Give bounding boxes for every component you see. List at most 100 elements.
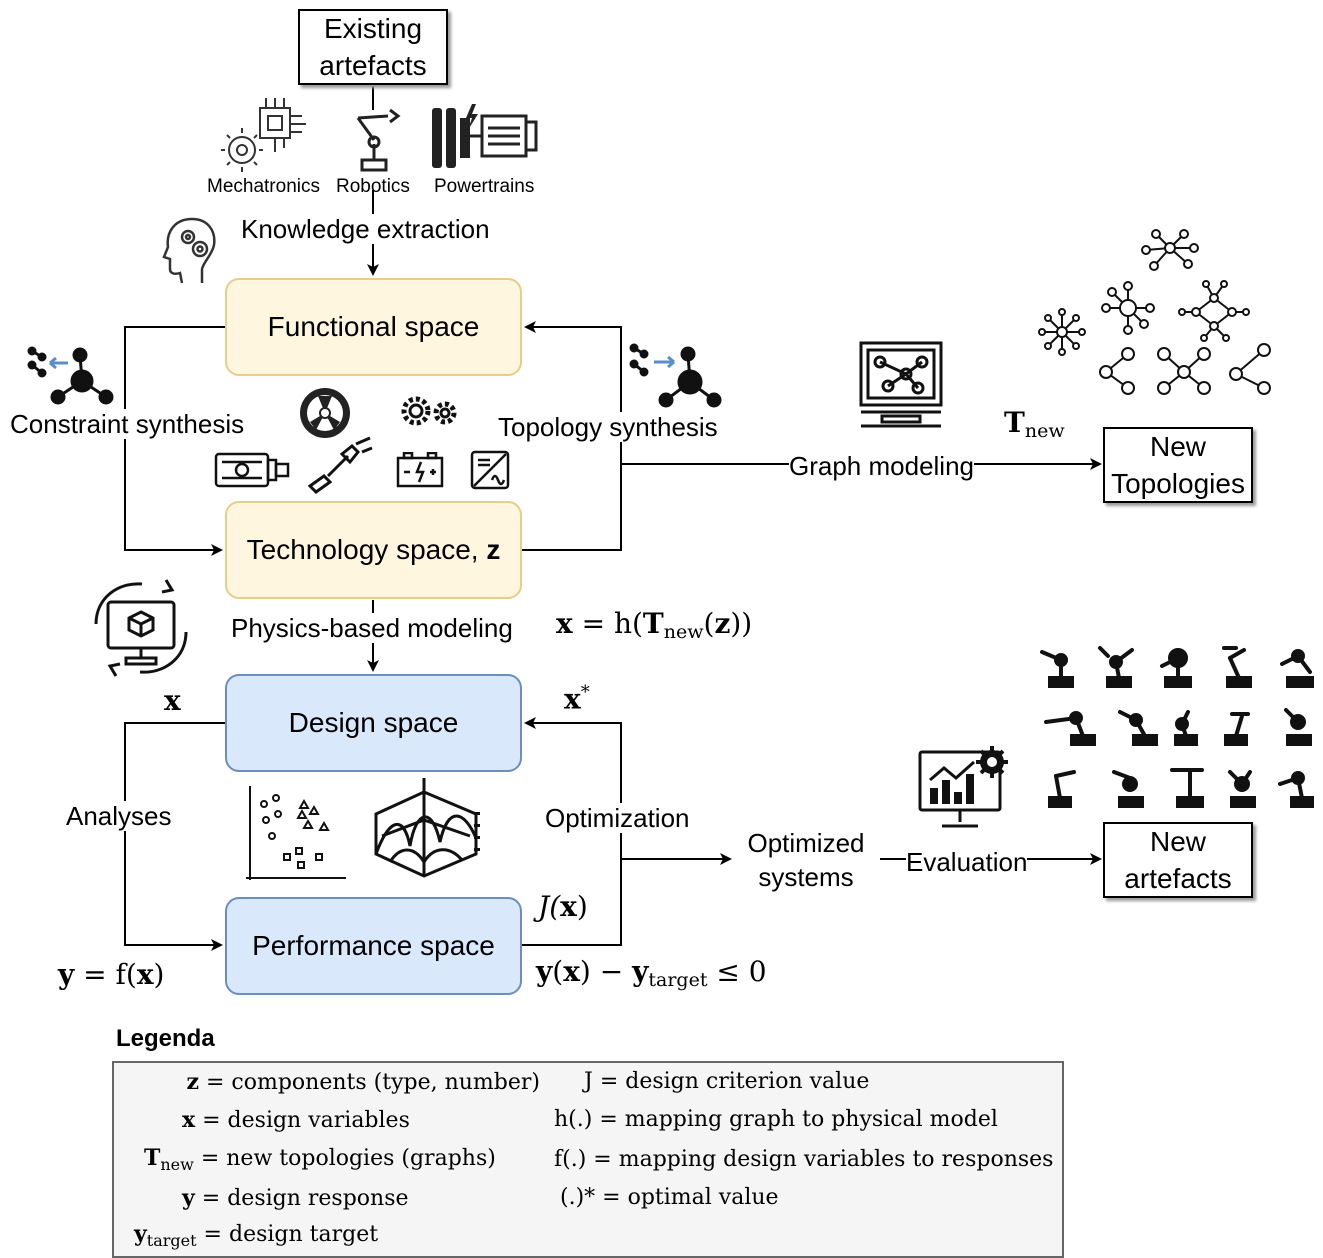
graph-modeling-label: Graph modeling (789, 451, 974, 481)
x-eq-new: new (663, 621, 704, 643)
existing-artefacts-box: Existing artefacts (298, 9, 448, 85)
motor-wheel-icon (432, 104, 538, 168)
legend-left-2: Tnew = new topologies (graphs) (144, 1145, 496, 1174)
legend-def-z: = components (type, number) (199, 1070, 540, 1095)
j-open: J( (538, 890, 561, 923)
cons-open: ( (552, 955, 564, 988)
legend-sym-ytarget: y (134, 1221, 147, 1247)
y-equation: y = f(x) (58, 958, 164, 991)
legend-left-3: y = design response (182, 1185, 409, 1211)
optimization-label: Optimization (545, 803, 690, 833)
topology-synthesis-label: Topology synthesis (498, 412, 718, 442)
x-star-symbol: x (564, 682, 581, 716)
technology-space-label: Technology space, z (247, 534, 501, 566)
t-new-label: Tnew (1004, 406, 1065, 442)
head-gears-icon (162, 217, 216, 284)
new-topologies-line-1: New (1149, 431, 1206, 462)
legend-title: Legenda (116, 1025, 215, 1052)
inverter-icon (470, 450, 510, 490)
performance-space-label: Performance space (252, 930, 495, 961)
x-eq-t: T (642, 607, 664, 640)
robot-arm-icon (356, 108, 401, 172)
legend-right-3: (.)* = optimal value (560, 1185, 779, 1210)
physics-modeling-label: Physics-based modeling (231, 613, 513, 643)
molecule-icon (27, 346, 114, 405)
cons-y-target: y (632, 955, 649, 988)
functional-space-box: Functional space (225, 278, 522, 376)
constraint-synthesis-label: Constraint synthesis (10, 409, 245, 439)
existing-line-2: artefacts (319, 50, 427, 81)
legend-left-0: z = components (type, number) (187, 1069, 541, 1095)
legend-right-1: h(.) = mapping graph to physical model (554, 1107, 998, 1132)
legend-right-2: f(.) = mapping design variables to respo… (554, 1147, 1054, 1172)
new-artefacts-box: New artefacts (1103, 822, 1253, 898)
legend-sym-t: T (144, 1145, 161, 1171)
t-new-symbol: T (1004, 406, 1025, 439)
cons-leq: ≤ 0 (707, 955, 767, 988)
technology-space-box: Technology space, z (225, 501, 522, 599)
cube-cycle-icon (94, 579, 188, 677)
domain-robotics: Robotics (336, 176, 410, 197)
legend-sub-target: target (146, 1231, 197, 1250)
x-label-symbol: x (164, 684, 181, 717)
t-new-subscript: new (1024, 420, 1065, 442)
new-artefacts-line-1: New (1149, 826, 1206, 857)
gears-icon (401, 396, 457, 426)
j-close: ) (576, 890, 588, 923)
legend-def-ytarget: = design target (196, 1222, 379, 1247)
surface-plot-icon (374, 778, 480, 878)
j-x: x (560, 890, 577, 923)
new-artefacts-line-2: artefacts (1124, 863, 1232, 894)
technology-space-text: Technology space, (246, 534, 487, 565)
functional-space-label: Functional space (267, 311, 480, 342)
evaluation-label: Evaluation (906, 847, 1028, 877)
y-eq-f: = f( (74, 958, 137, 991)
existing-line-1: Existing (323, 13, 423, 44)
monitor-graph-icon (859, 341, 943, 428)
new-topologies-line-2: Topologies (1111, 468, 1245, 499)
cons-minus: ) − (579, 955, 633, 988)
knowledge-extraction-label: Knowledge extraction (241, 214, 490, 244)
design-space-label: Design space (288, 707, 459, 738)
x-star-label: x* (564, 682, 590, 715)
optimized-systems-label: Optimized systems (740, 826, 872, 894)
legend-def-x: = design variables (195, 1108, 410, 1133)
coupling-icon (307, 436, 373, 494)
x-label: x (164, 684, 181, 717)
graph-network-icon (1038, 229, 1271, 395)
legend-sub-new: new (160, 1155, 194, 1174)
design-space-box: Design space (225, 674, 522, 772)
chip-gear-icon (221, 98, 306, 172)
domain-mechatronics: Mechatronics (207, 176, 320, 197)
performance-space-box: Performance space (225, 897, 522, 995)
legend-sym-z: z (186, 1069, 200, 1095)
technology-space-symbol: z (486, 534, 501, 565)
y-eq-y: y (58, 958, 75, 991)
legend-right-0: J = design criterion value (584, 1069, 870, 1094)
battery-icon (396, 452, 444, 488)
legend-sym-x: x (182, 1107, 196, 1133)
cons-target-sub: target (648, 969, 708, 991)
y-eq-x: x (136, 958, 154, 991)
j-label: J(x) (538, 890, 588, 923)
legend-def-t: = new topologies (graphs) (193, 1146, 496, 1171)
monitor-chart-gear-icon (918, 746, 1008, 828)
domain-powertrains: Powertrains (434, 176, 535, 197)
x-mapping-equation: x = h(Tnew(z)) (556, 607, 752, 643)
optimized-line-2: systems (758, 862, 854, 892)
molecule-icon (629, 343, 722, 408)
analyses-label: Analyses (66, 801, 172, 831)
x-eq-close: )) (730, 607, 753, 640)
x-star-sup: * (580, 682, 590, 703)
scatter-plot-icon (246, 786, 346, 880)
cons-y: y (536, 955, 553, 988)
legend-def-y: = design response (194, 1186, 409, 1211)
x-eq-h: = h( (572, 607, 643, 640)
new-topologies-box: New Topologies (1103, 427, 1253, 503)
y-eq-close: ) (153, 958, 165, 991)
legend-box: z = components (type, number) x = design… (112, 1061, 1064, 1258)
turbine-icon (300, 388, 350, 438)
x-eq-paren: ( (703, 607, 715, 640)
robot-arms-icon (1040, 646, 1314, 808)
legend-left-1: x = design variables (182, 1107, 410, 1133)
